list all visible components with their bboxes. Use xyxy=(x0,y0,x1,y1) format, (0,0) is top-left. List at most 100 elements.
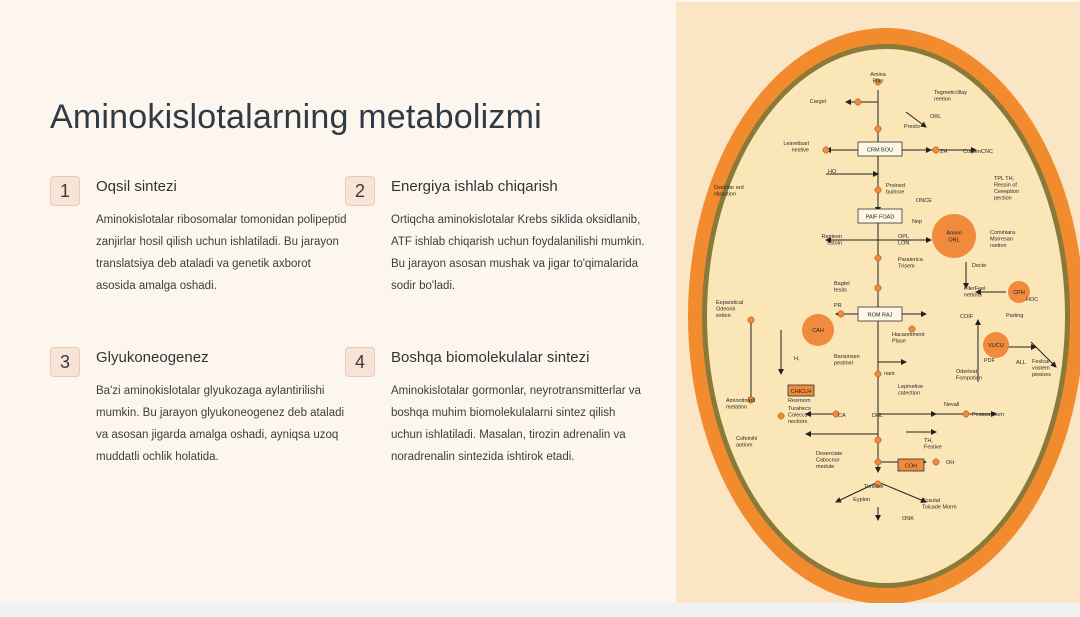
amino-orl-node-label: Amino xyxy=(946,231,962,237)
card-title: Glyukoneogenez xyxy=(96,349,209,366)
diagram-label-proined: builrore xyxy=(886,190,904,196)
card-number-badge: 1 xyxy=(50,176,80,206)
diagram-label-eeparstical: Eeparstical xyxy=(716,300,743,306)
vucu-node xyxy=(983,332,1009,358)
coh-box xyxy=(897,458,925,472)
diagram-label-h: H, xyxy=(794,356,800,362)
diagram-label-th-festive: TH, xyxy=(924,438,933,444)
diagram-label-cominiara: Cominiara xyxy=(990,230,1016,236)
diagram-label-deserciate: Deserciate xyxy=(816,451,842,457)
diagram-label-cargel: Cargel xyxy=(810,99,826,105)
pathway-node-dot xyxy=(874,125,882,133)
pathway-node-dot xyxy=(908,325,916,333)
crm-bou-box-label: CRM BOU xyxy=(867,148,893,154)
diagram-label-cominiara: rsetion xyxy=(990,243,1007,249)
pathway-node-dot xyxy=(874,370,882,378)
pathway-node-dot xyxy=(874,480,882,488)
diagram-label-decte: Decte xyxy=(972,263,986,269)
pathway-node-dot xyxy=(777,412,785,420)
diagram-label-coif: COIF xyxy=(960,314,974,320)
diagram-label-all: ALL xyxy=(1016,360,1026,366)
diagram-label-feslcal: Feslcal xyxy=(1032,359,1049,365)
pathway-arrow xyxy=(1030,341,1057,368)
card-title: Oqsil sintezi xyxy=(96,178,177,195)
card-title: Energiya ishlab chiqarish xyxy=(391,178,558,195)
diagram-label-dhl: DHL xyxy=(872,413,883,419)
diagram-label-regieon: estoin xyxy=(827,241,842,247)
cph-node xyxy=(1008,281,1030,303)
pathway-arrow xyxy=(835,481,879,503)
diagram-label-cofeinihi: Cofeinihi xyxy=(736,436,757,442)
diagram-label-tpl-th: pection xyxy=(994,196,1012,202)
pathway-node-dot xyxy=(747,396,755,404)
diagram-label-opl-lon: LON xyxy=(898,241,909,247)
cah-node xyxy=(802,314,834,346)
diagram-label-eyplon: Eyplon xyxy=(853,497,870,503)
pathway-node-dot xyxy=(874,254,882,262)
diagram-label-tpl-th: Ceeeption xyxy=(994,189,1019,195)
diagram-label-onk: ONK xyxy=(902,516,914,522)
diagram-label-turahecs: nectiors xyxy=(788,419,808,425)
diagram-label-parting: Parting xyxy=(1006,313,1023,319)
bottom-strip xyxy=(0,603,1080,617)
diagram-label-turahecs: Coleccs xyxy=(788,413,808,419)
diagram-label-bansinsen: pestinel xyxy=(834,361,853,367)
card-text: Ortiqcha aminokislotalar Krebs siklida o… xyxy=(391,214,645,292)
card-text: Aminokislotalar gormonlar, neyrotransmit… xyxy=(391,385,641,463)
amino-orl-node-label: ORL xyxy=(948,238,959,244)
diagram-label-filerfeel: FilerFeel xyxy=(964,286,985,292)
diagram-label-cofeinihi: aotiom xyxy=(736,443,753,449)
vucu-node-label: VUCU xyxy=(988,343,1004,349)
pathway-arrow xyxy=(905,111,927,128)
diagram-label-pr: PR xyxy=(834,303,842,309)
amino-orl-node xyxy=(932,214,976,258)
cph-node-label: CPH xyxy=(1013,290,1025,296)
diagram-label-oh: OH xyxy=(946,460,954,466)
diagram-label-nevall: Nevall xyxy=(944,402,959,408)
diagram-label-ho: HO xyxy=(828,169,837,175)
diagram-label-pdf: PDF xyxy=(984,358,996,364)
diagram-label-tegmetic: reetion xyxy=(934,97,951,103)
diagram-label-deserciate: medute xyxy=(816,464,834,470)
diagram-label-eeparstical: estion xyxy=(716,313,731,319)
crm-bou-box xyxy=(857,141,903,157)
card-text: Aminokislotalar ribosomalar tomonidan po… xyxy=(96,214,347,292)
pathway-arrow xyxy=(877,481,927,503)
diagram-label-hoc: HOC xyxy=(1026,297,1038,303)
diagram-label-once: ONCE xyxy=(916,198,932,204)
diagram-label-paralerica: Trisem xyxy=(898,264,915,270)
diagram-label-filerfeel: nettons xyxy=(964,293,982,299)
pathway-node-dot xyxy=(932,458,940,466)
pathway-node-dot xyxy=(874,458,882,466)
diagram-label-hacaretiment: Plase xyxy=(892,339,906,345)
diagram-label-leaned: nestive xyxy=(792,148,809,154)
chiclh-box xyxy=(787,384,815,397)
diagram-label-bagtel: tesits xyxy=(834,288,847,294)
diagram-label-desirilar: Desirilar ard xyxy=(714,185,744,191)
diagram-label-desirilar: elpastion xyxy=(714,192,736,198)
diagram-label-feslcal: vostem xyxy=(1032,366,1050,372)
diagram-label-pesaca: Pesaca Tiorn xyxy=(972,412,1004,418)
diagram-label-riant: riant xyxy=(884,371,895,377)
pathway-node-dot xyxy=(874,186,882,194)
coh-box-label: COH xyxy=(905,464,917,470)
diagram-label-hacaretiment: Hacaretiment xyxy=(892,332,925,338)
diagram-label-timeber: Timeber xyxy=(864,484,884,490)
diagram-label-eeparstical: Odeonil xyxy=(716,307,735,313)
pathway-node-dot xyxy=(854,98,862,106)
diagram-label-feslcal: pesioes xyxy=(1032,372,1051,378)
diagram-label-amina-plan: Plan xyxy=(872,79,883,85)
diagram-label-nep: Nep xyxy=(912,219,922,225)
chiclh-box-label: CHICLH xyxy=(791,389,812,395)
diagram-label-proined: Proined xyxy=(886,183,905,189)
cah-node-label: CAH xyxy=(812,328,824,334)
pathway-node-dot xyxy=(932,146,940,154)
diagram-label-bansinsen: Bansinsen xyxy=(834,354,860,360)
diagram-label-presto: Presto xyxy=(904,124,920,130)
diagram-label-aminotinard: metation xyxy=(726,405,747,411)
diagram-label-th-festive: Festive xyxy=(924,445,942,451)
pathway-node-dot xyxy=(747,316,755,324)
paif-foad-box-label: PAIF FOAD xyxy=(866,215,895,221)
page-title: Aminokislotalarning metabolizmi xyxy=(50,98,542,136)
